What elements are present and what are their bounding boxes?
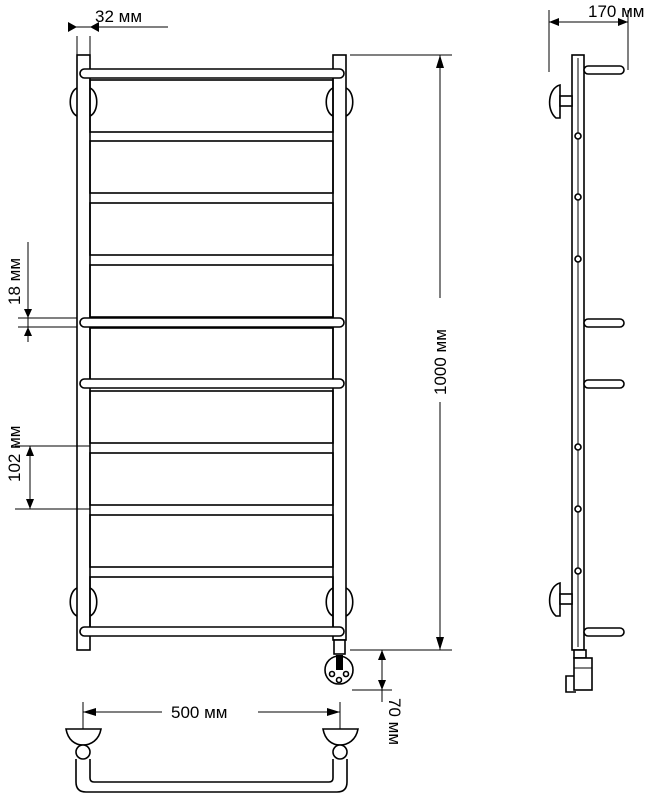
frame-mark bbox=[574, 193, 582, 201]
side-bar bbox=[583, 318, 625, 328]
bottom-offset-label: 70 мм bbox=[385, 698, 404, 745]
tube-width-label: 32 мм bbox=[95, 7, 142, 26]
frame-rung bbox=[89, 514, 334, 568]
plan-rail-inner bbox=[89, 759, 334, 783]
heater-plug bbox=[336, 655, 343, 670]
side-bar bbox=[583, 65, 625, 75]
left-side-tube bbox=[76, 54, 91, 651]
frame-rung bbox=[89, 576, 334, 630]
frame-rung bbox=[89, 452, 334, 506]
middle-round-bar bbox=[79, 378, 345, 389]
heater-dot bbox=[335, 676, 343, 684]
bar-diameter-label: 18 мм bbox=[5, 258, 24, 305]
dim-height: 1000 мм bbox=[350, 54, 452, 651]
plan-wall-bracket bbox=[65, 728, 102, 746]
middle-round-bar bbox=[79, 317, 345, 328]
frame-rungs bbox=[89, 79, 334, 630]
frame-rung bbox=[89, 390, 334, 444]
bottom-round-bar bbox=[79, 626, 345, 637]
plan-view: 500 мм bbox=[65, 702, 359, 793]
frame-mark bbox=[574, 443, 582, 451]
side-heater-neck bbox=[573, 649, 587, 659]
side-bar bbox=[583, 379, 625, 389]
side-heater-cord bbox=[565, 675, 576, 693]
side-wall-mount-stem bbox=[559, 593, 573, 605]
frame-rung bbox=[89, 327, 334, 381]
dim-tube-width: 32 мм bbox=[68, 7, 168, 62]
side-heater-body bbox=[573, 657, 593, 691]
frame-rung bbox=[89, 140, 334, 194]
plan-bracket-knob bbox=[75, 744, 91, 760]
wall-mount bbox=[89, 87, 98, 117]
side-wall-mount bbox=[548, 581, 561, 617]
frame-mark bbox=[574, 132, 582, 140]
dim-bottom-offset: 70 мм bbox=[352, 649, 404, 745]
plan-bracket-knob bbox=[332, 744, 348, 760]
wall-mount bbox=[69, 587, 78, 617]
round-bars bbox=[79, 68, 345, 637]
side-wall-mount-stem bbox=[559, 95, 573, 107]
plan-wall-bracket bbox=[322, 728, 359, 746]
heater-neck bbox=[333, 639, 346, 655]
side-view: 170 мм bbox=[548, 2, 644, 693]
frame-mark bbox=[574, 505, 582, 513]
frame-rung bbox=[89, 79, 334, 133]
top-round-bar bbox=[79, 68, 345, 79]
heater-dot bbox=[328, 670, 336, 678]
frame-mark bbox=[574, 567, 582, 575]
heating-element bbox=[324, 639, 354, 685]
wall-mounts bbox=[69, 87, 354, 617]
right-side-tube bbox=[332, 54, 347, 641]
front-view bbox=[69, 54, 354, 685]
height-label: 1000 мм bbox=[431, 329, 450, 395]
mount-width-label: 500 мм bbox=[171, 703, 227, 722]
heater-dot bbox=[342, 670, 350, 678]
frame-rung bbox=[89, 264, 334, 318]
wall-mount bbox=[89, 587, 98, 617]
wall-mount bbox=[345, 87, 354, 117]
plan-rail-outer bbox=[75, 759, 348, 793]
side-bar bbox=[583, 627, 625, 637]
bar-spacing-label: 102 мм bbox=[5, 426, 24, 482]
side-wall-mount bbox=[548, 83, 561, 119]
wall-mount bbox=[345, 587, 354, 617]
wall-mount bbox=[325, 587, 334, 617]
wall-mount bbox=[325, 87, 334, 117]
depth-label: 170 мм bbox=[588, 2, 644, 21]
frame-rung bbox=[89, 202, 334, 256]
dim-bar-spacing: 102 мм bbox=[5, 426, 90, 510]
dim-bar-diameter: 18 мм bbox=[5, 242, 77, 342]
wall-mount bbox=[69, 87, 78, 117]
frame-mark bbox=[574, 255, 582, 263]
